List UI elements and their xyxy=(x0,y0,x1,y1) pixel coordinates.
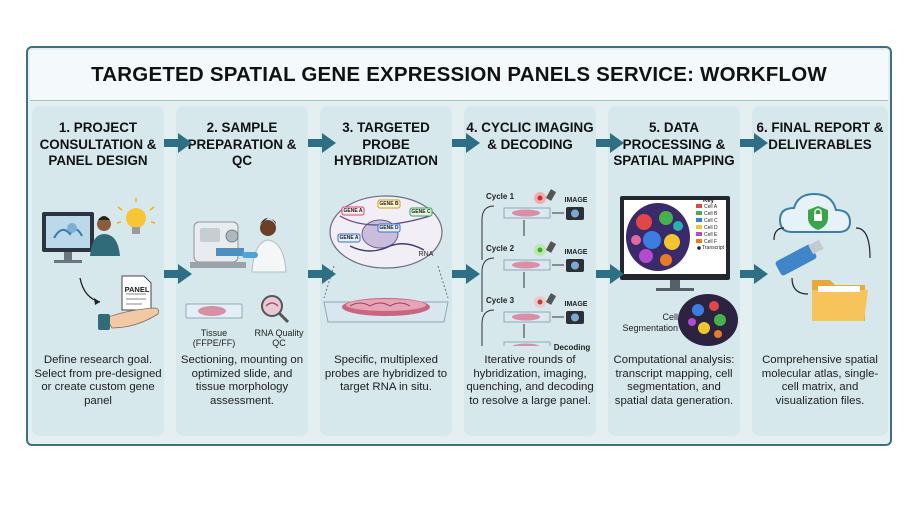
key-legend xyxy=(696,204,702,250)
laser-icon xyxy=(534,189,557,308)
workflow-frame: TARGETED SPATIAL GENE EXPRESSION PANELS … xyxy=(26,46,892,446)
key-item: Cell E xyxy=(704,232,718,238)
slide-icon xyxy=(185,303,243,319)
gene-a2-label: GENE A xyxy=(339,235,359,241)
key-item: Transcript xyxy=(702,245,725,251)
image-label: IMAGE xyxy=(564,301,588,308)
top-arrow-4 xyxy=(596,133,624,153)
computer-icon xyxy=(42,212,94,263)
gene-a-label: GENE A xyxy=(343,208,363,214)
camera-icon xyxy=(566,207,584,324)
step-2-panel: 2. SAMPLE PREPARATION & QC xyxy=(176,106,308,436)
step-1-illustration xyxy=(42,198,159,330)
step-5-panel: 5. DATA PROCESSING & SPATIAL MAPPING xyxy=(608,106,740,436)
gene-d-label: GENE D xyxy=(379,225,399,231)
flow-arrow xyxy=(79,277,101,303)
key-item: Cell D xyxy=(704,225,718,231)
step-description: Iterative rounds of hybridization, imagi… xyxy=(466,354,594,407)
cycle-2-label: Cycle 2 xyxy=(486,244,515,253)
mid-arrow-4 xyxy=(596,264,624,284)
step-4-illustration xyxy=(481,189,584,346)
tissue-label: Tissue (FFPE/FF) xyxy=(192,328,236,348)
step-title: 6. FINAL REPORT & DELIVERABLES xyxy=(756,120,884,152)
mid-arrow-3 xyxy=(452,264,480,284)
step-3-illustration xyxy=(323,195,449,323)
scientist-icon xyxy=(242,218,287,273)
step-description: Define research goal. Select from pre-de… xyxy=(34,354,162,407)
mid-arrow-1 xyxy=(164,264,192,284)
magnifier-icon xyxy=(261,295,290,324)
step-1-panel: 1. PROJECT CONSULTATION & PANEL DESIGN xyxy=(32,106,164,436)
decoding-label: Decoding xyxy=(553,343,591,352)
page-title: TARGETED SPATIAL GENE EXPRESSION PANELS … xyxy=(91,63,827,86)
image-label: IMAGE xyxy=(564,249,588,256)
key-item: Cell A xyxy=(704,204,718,210)
slide-icon xyxy=(503,207,551,346)
top-arrow-2 xyxy=(308,133,336,153)
rna-label: RNA xyxy=(418,251,434,258)
gene-b-label: GENE B xyxy=(379,201,399,207)
hand-icon xyxy=(98,307,159,330)
title-bar: TARGETED SPATIAL GENE EXPRESSION PANELS … xyxy=(30,50,888,101)
cell-segmentation-label: Cell Segmentation xyxy=(622,312,678,333)
step-title: 2. SAMPLE PREPARATION & QC xyxy=(187,120,297,168)
lock-icon xyxy=(808,206,828,230)
mid-arrow-5 xyxy=(740,264,768,284)
key-item: Cell C xyxy=(704,218,718,224)
step-title: 4. CYCLIC IMAGING & DECODING xyxy=(466,120,594,152)
document-icon xyxy=(121,275,152,311)
gene-c-label: GENE C xyxy=(411,209,431,215)
flow-arrows xyxy=(773,227,871,295)
step-6-panel: 6. FINAL REPORT & DELIVERABLES xyxy=(752,106,888,436)
lightbulb-icon xyxy=(116,198,156,234)
tissue-slice-icon xyxy=(323,298,449,323)
step-5-illustration xyxy=(620,196,738,346)
arrowhead xyxy=(94,298,100,305)
step-2-illustration xyxy=(185,218,290,324)
scientist-icon xyxy=(90,216,120,256)
top-arrow-3 xyxy=(452,133,480,153)
top-arrow-1 xyxy=(164,133,192,153)
rna-qc-label: RNA Quality QC xyxy=(254,328,304,348)
cell-icon xyxy=(329,195,443,269)
cluster-map-icon xyxy=(626,203,690,271)
step-6-illustration xyxy=(773,192,871,321)
step-title: 1. PROJECT CONSULTATION & PANEL DESIGN xyxy=(39,120,157,168)
step-description: Comprehensive spatial molecular atlas, s… xyxy=(761,354,879,407)
cycle-3-label: Cycle 3 xyxy=(486,296,515,305)
key-item: Cell B xyxy=(704,211,718,217)
folder-icon xyxy=(812,280,868,321)
step-description: Sectioning, mounting on optimized slide,… xyxy=(180,354,304,407)
step-description: Specific, multiplexed probes are hybridi… xyxy=(324,354,448,394)
panel-label: PANEL xyxy=(124,285,150,294)
step-title: 5. DATA PROCESSING & SPATIAL MAPPING xyxy=(613,120,735,168)
cycle-1-label: Cycle 1 xyxy=(486,192,515,201)
cycle-flow xyxy=(481,205,564,346)
mid-arrow-2 xyxy=(308,264,336,284)
key-item: Cell F xyxy=(704,239,718,245)
step-title: 3. TARGETED PROBE HYBRIDIZATION xyxy=(334,120,438,168)
microtome-icon xyxy=(190,221,246,268)
cluster-map-icon xyxy=(678,294,738,346)
step-3-panel: 3. TARGETED PROBE HYBRIDIZATION xyxy=(320,106,452,436)
image-label: IMAGE xyxy=(564,197,588,204)
step-4-panel: 4. CYCLIC IMAGING & DECODING xyxy=(464,106,596,436)
usb-drive-icon xyxy=(775,239,824,276)
top-arrow-5 xyxy=(740,133,768,153)
key-title: Key xyxy=(703,198,715,204)
step-description: Computational analysis: transcript mappi… xyxy=(613,354,735,407)
